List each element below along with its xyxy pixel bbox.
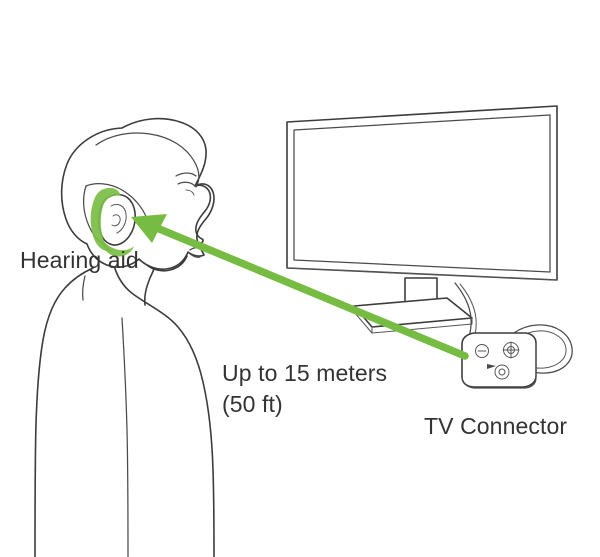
person-profile bbox=[34, 117, 215, 557]
signal-arrow bbox=[131, 214, 469, 360]
tv-stand bbox=[353, 277, 473, 334]
connector-marker-triangle bbox=[487, 364, 496, 369]
hearing-aid-device bbox=[90, 187, 134, 257]
distance-label-secondary: (50 ft) bbox=[222, 391, 283, 417]
hearing-aid-label: Hearing aid bbox=[20, 247, 139, 273]
tv-connector-device bbox=[461, 324, 573, 389]
connector-button-left bbox=[475, 344, 489, 358]
person-torso bbox=[34, 243, 215, 557]
connector-button-bottom bbox=[494, 364, 510, 380]
tv-connector-label: TV Connector bbox=[424, 413, 567, 439]
connector-button-center bbox=[502, 341, 520, 359]
distance-label-primary: Up to 15 meters bbox=[222, 360, 387, 386]
television bbox=[286, 105, 558, 349]
